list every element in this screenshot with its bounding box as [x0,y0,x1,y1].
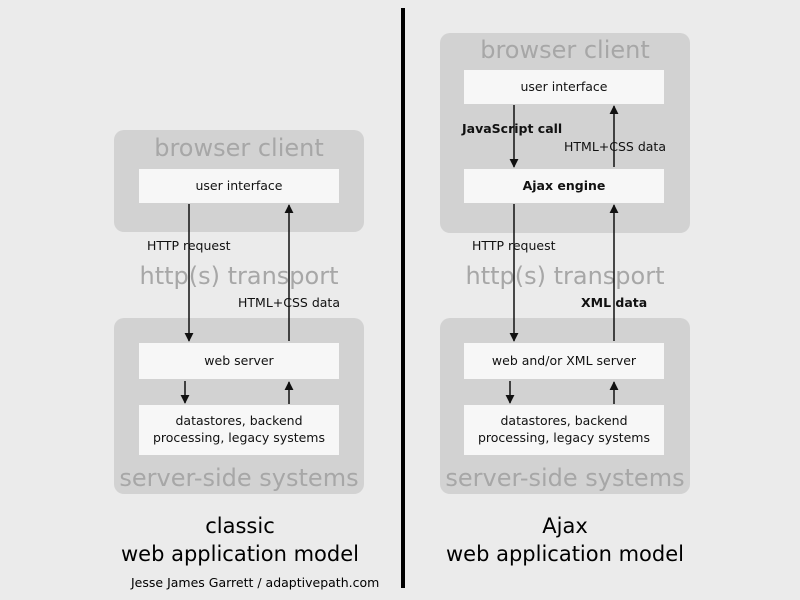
ajax-datastores-line2: processing, legacy systems [477,430,650,445]
ajax-datastores-box: datastores, backend processing, legacy s… [464,405,664,455]
ajax-datastores-line1: datastores, backend [500,413,628,429]
classic-browser-client-label: browser client [154,134,324,162]
classic-web-server-label: web server [204,352,274,368]
classic-web-server-box: web server [139,343,339,379]
ajax-javascript-call-label: JavaScript call [462,121,563,136]
ajax-engine-label: Ajax engine [522,177,606,193]
classic-title-line1: classic [205,514,275,538]
ajax-browser-client-label: browser client [480,36,650,64]
classic-model-title: classic web application model [100,512,380,568]
classic-datastores-line1: datastores, backend [175,413,303,429]
ajax-engine-box: Ajax engine [464,169,664,203]
classic-user-interface-box: user interface [139,169,339,203]
ajax-title-line1: Ajax [542,514,588,538]
ajax-transport-label: http(s) transport [465,262,665,290]
ajax-web-xml-server-box: web and/or XML server [464,343,664,379]
center-divider [401,8,405,588]
ajax-html-css-data-label: HTML+CSS data [564,139,666,154]
classic-datastores-box: datastores, backend processing, legacy s… [139,405,339,455]
classic-datastores-line2: processing, legacy systems [152,430,325,445]
credit-text: Jesse James Garrett / adaptivepath.com [131,575,380,590]
classic-transport-label: http(s) transport [139,262,339,290]
ajax-server-side-label: server-side systems [445,464,685,492]
classic-user-interface-label: user interface [195,177,283,193]
ajax-user-interface-box: user interface [464,70,664,104]
ajax-title-line2: web application model [445,542,684,566]
classic-server-side-label: server-side systems [119,464,359,492]
ajax-user-interface-label: user interface [520,78,608,94]
ajax-web-xml-server-label: web and/or XML server [491,352,637,368]
classic-title-line2: web application model [120,542,359,566]
ajax-model-title: Ajax web application model [425,512,705,568]
